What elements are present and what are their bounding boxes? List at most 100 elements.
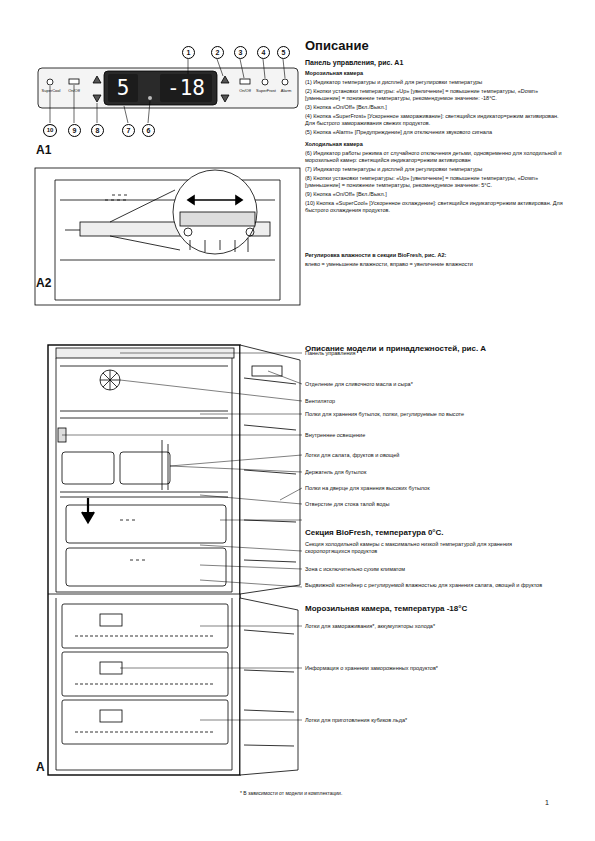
fridge-illustration-part [62,652,228,696]
fridge-illustration-part [162,440,168,490]
biofresh-detail-part [173,170,257,254]
callout-number: 8 [91,124,104,137]
fridge-illustration-part [240,598,298,775]
heading-text: Панель управления, рис. A1 [305,58,570,67]
fridge-illustration-part [60,366,228,497]
label-text: Alarm [275,88,297,93]
control-panel-part [104,71,217,105]
label-text: Внутреннее освещение [305,432,570,439]
biofresh-detail-part [246,228,254,236]
control-panel-part [69,79,79,84]
label-text: On/Off [62,88,86,93]
label-text: (8) Кнопки установки температуры: «Up» [… [305,175,570,189]
leader-line [62,353,302,720]
label-text: On/Off [233,88,257,93]
callout-number: 7 [122,124,135,137]
display-panel: 5 [108,74,138,102]
label-text: * В зависимости от модели и комплектации… [240,790,490,797]
label-text: Полки на дверце для хранения высоких бут… [305,485,570,492]
label-text: (5) Кнопка «Alarm» [Предупреждение] для … [305,129,570,136]
heading-text: A1 [36,143,66,159]
callout-number: 5 [277,46,290,59]
display-panel: -18 [160,74,212,102]
control-panel-part [93,76,101,102]
label-text: Отделение для сливочного масла и сыра* [305,381,570,388]
label-text: Информация о хранении замороженных проду… [305,665,570,672]
control-panel-part [282,79,288,85]
display-digits: 5 [117,74,130,102]
fridge-illustration-part [120,520,145,560]
callout-number: 2 [211,46,224,59]
biofresh-detail-part [188,196,242,204]
label-text: Секция холодильной камеры с максимально … [305,541,515,555]
heading-text: A2 [36,276,66,292]
heading-text: Секция BioFresh, температура 0°С. [305,528,570,538]
control-panel-part [262,79,268,85]
leader-line-part [120,626,302,720]
page-title: Описание [305,38,369,53]
fridge-illustration-part [75,636,215,732]
fridge-illustration-part [100,662,122,674]
fridge-illustration-part [100,370,120,390]
label-text: (9) Кнопка «On/Off» [Вкл./Выкл.] [305,191,570,198]
callout-number: 1 [182,46,195,59]
callout-number: 10 [43,124,57,137]
biofresh-detail-part [190,238,248,252]
label-text: (7) Индикатор температуры и дисплей для … [305,166,570,173]
label-text: Полки для хранения бутылок, полки, регул… [305,411,570,418]
label-text: Выдвижной контейнер с регулируемой влажн… [305,582,570,589]
heading-text: Морозильная камера, температура -18°С [305,604,570,614]
label-text: Лотки для приготовления кубиков льда* [305,717,570,724]
control-panel-part [221,76,229,102]
callout-number: 3 [234,46,247,59]
label-text: (2) Кнопки установки температуры: «Up» [… [305,88,570,102]
label-text: SuperCool [38,88,64,93]
control-panel-part [240,79,250,84]
leader-line [50,59,285,123]
label-text: Лотки для салата, фруктов и овощей [305,452,570,459]
callout-number: 4 [257,46,270,59]
label-text: (6) Индикатор работы режима от случайног… [305,150,570,164]
label-text: SuperFrost [253,88,279,93]
label-text: 1 [545,798,557,807]
biofresh-detail-part [184,228,192,236]
fridge-illustration-part [100,370,120,390]
biofresh-detail-part [35,168,300,305]
label-text: Зона с исключительно сухим климатом [305,566,570,573]
display-digits: -18 [167,74,205,102]
heading-text: Морозильная камера [305,70,570,77]
label-text: (4) Кнопка «SuperFrost» [Ускоренное замо… [305,113,570,127]
label-text: (1) Индикатор температуры и дисплей для … [305,79,570,86]
fridge-illustration-part [100,614,122,626]
fridge-illustration-part [244,630,294,746]
heading-text: Регулировка влажности в секции BioFresh,… [305,252,570,259]
label-text: (10) Кнопка «SuperCool» [Ускоренное охла… [305,200,570,214]
leader-line-part [200,520,302,587]
biofresh-detail [35,168,300,305]
control-panel [38,68,298,108]
fridge-illustration-part [120,452,170,484]
fridge-illustration-part [48,358,240,770]
label-text: Панель управления [305,350,570,357]
biofresh-detail-part [180,212,255,226]
label-text: Отверстие для стока талой воды [305,501,570,508]
fridge-illustration-part [62,700,228,744]
label-text: Лотки для замораживания*, аккумуляторы х… [305,623,570,630]
fridge-illustration-part [48,345,240,775]
fridge-illustration-part [62,452,114,484]
fridge-illustration-part [244,378,296,562]
fridge-illustration-part [100,710,122,722]
biofresh-detail-part [110,190,180,250]
heading-text: Холодильная камера [305,141,570,148]
callout-number: 6 [142,124,155,137]
control-panel-part [38,68,298,108]
label-text: (3) Кнопка «On/Off» [Вкл./Выкл.] [305,104,570,111]
biofresh-detail-part [105,195,127,200]
control-panel-part [148,96,152,100]
label-text: влево = уменьшение влажности, вправо = у… [305,261,570,268]
heading-text: A [36,760,66,776]
label-text: Вентилятор [305,398,570,405]
leader-line-part [62,353,302,504]
